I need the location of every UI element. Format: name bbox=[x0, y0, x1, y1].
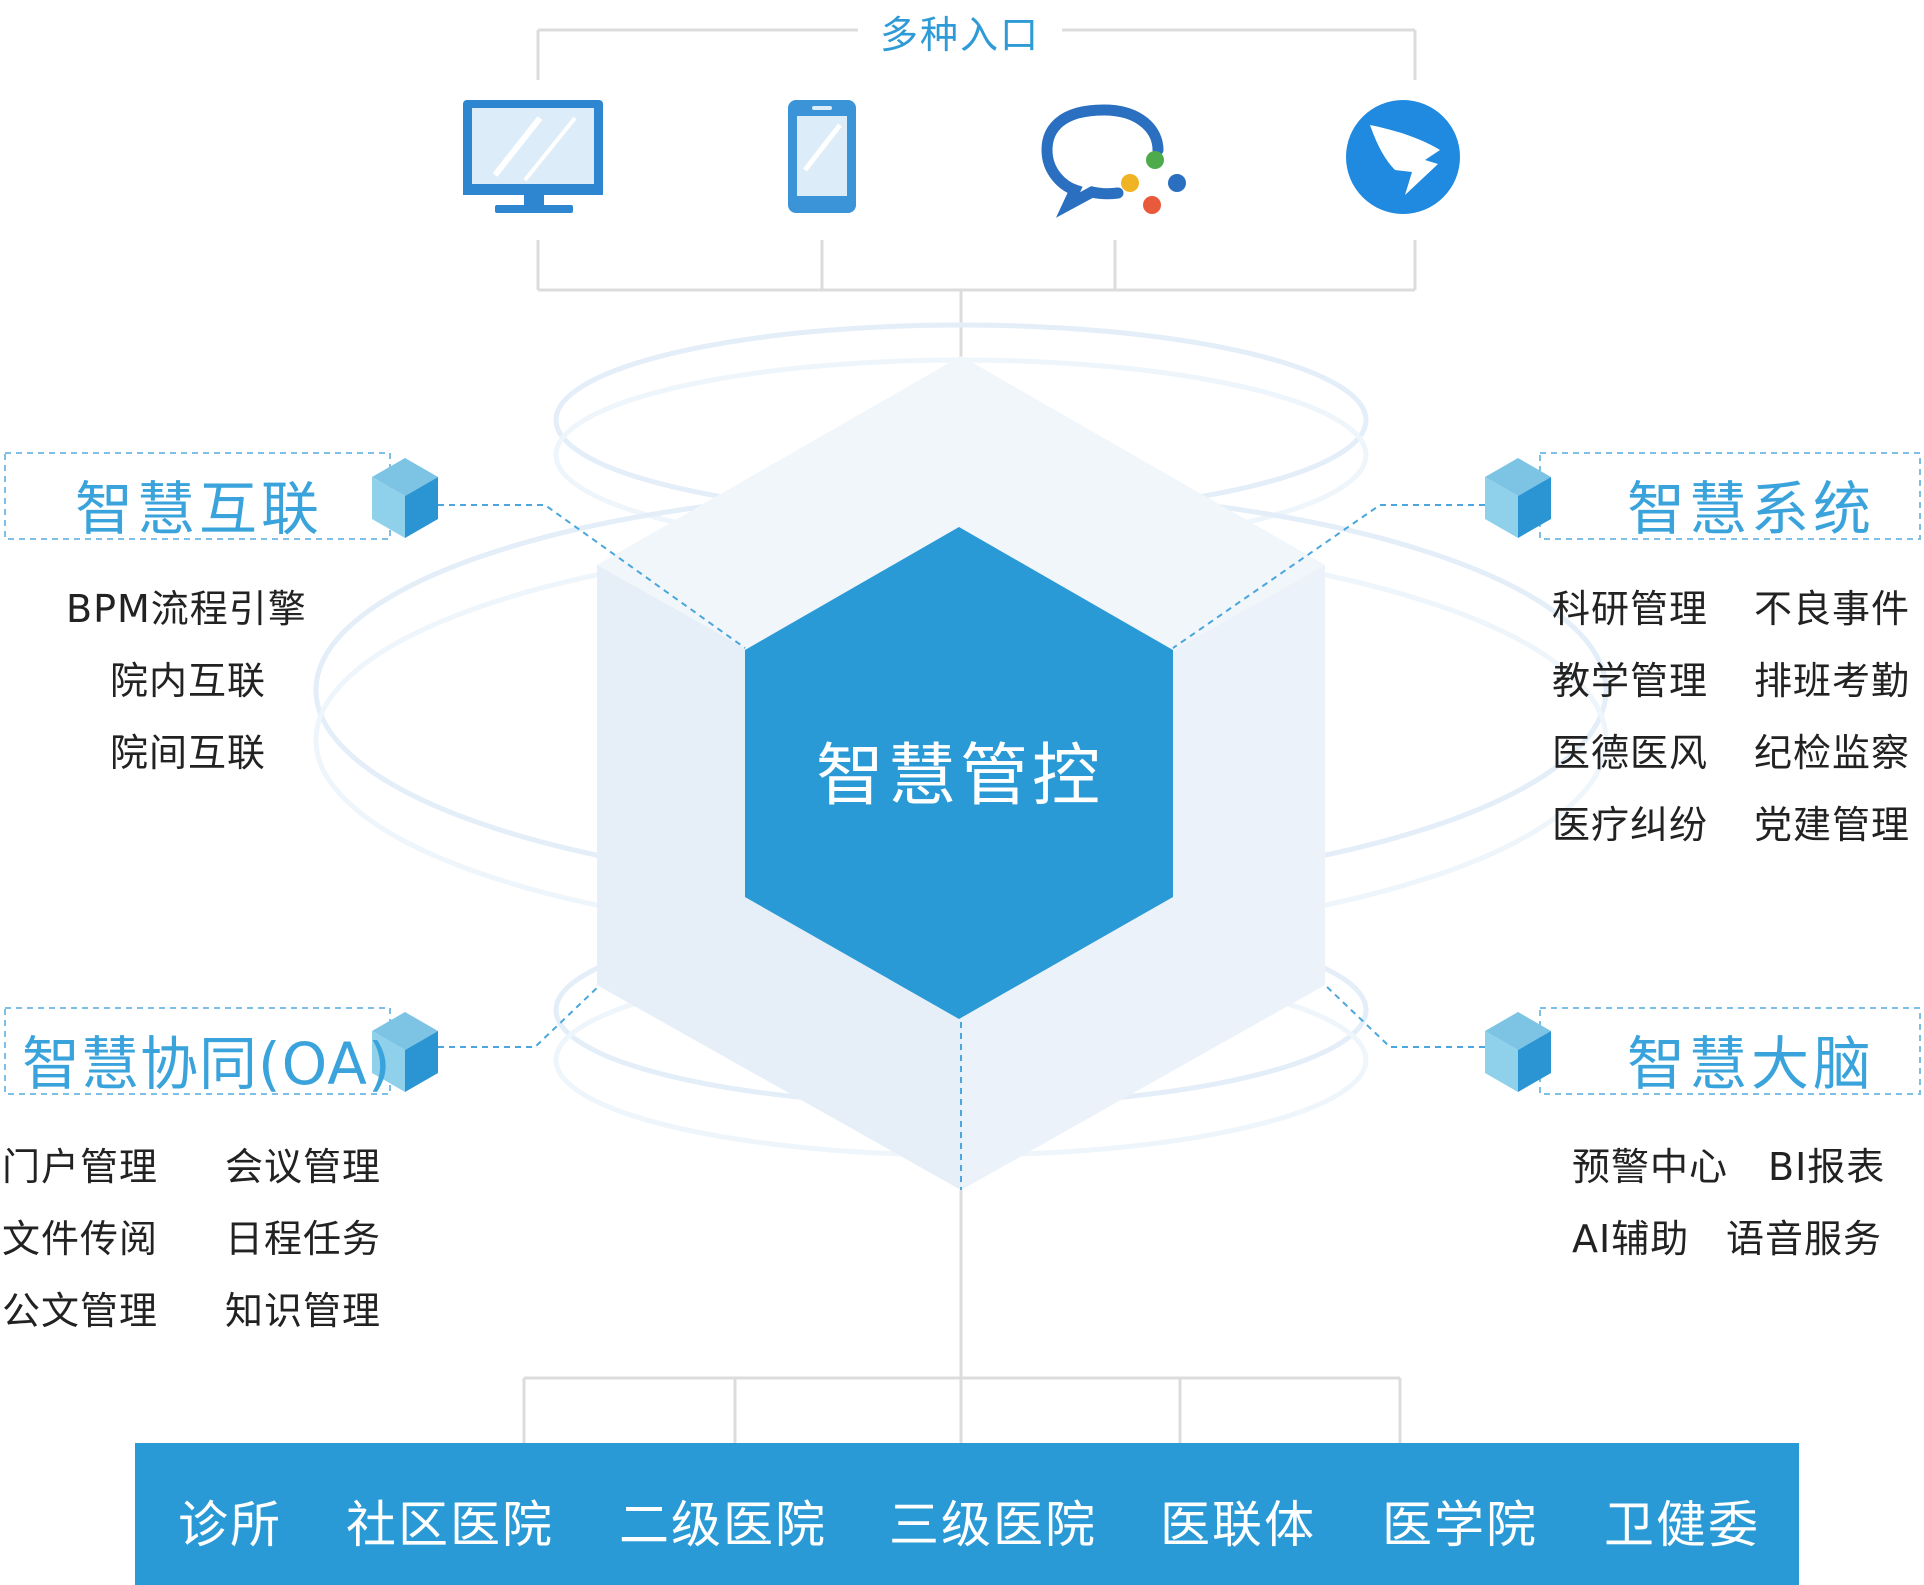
interconnect-frame bbox=[4, 452, 391, 540]
oa-item: 知识管理 bbox=[225, 1289, 382, 1333]
system-frame bbox=[1539, 452, 1921, 540]
oa-item: 公文管理 bbox=[2, 1289, 159, 1333]
system-item: 科研管理 bbox=[1552, 587, 1709, 631]
entry-bracket bbox=[536, 28, 1417, 358]
desktop-monitor-icon bbox=[463, 100, 603, 213]
entry-title: 多种入口 bbox=[865, 4, 1055, 59]
system-item: 医德医风 bbox=[1552, 731, 1709, 775]
institution-bar bbox=[135, 1443, 1799, 1585]
oa-item: 文件传阅 bbox=[2, 1217, 159, 1261]
interconnect-item: 院间互联 bbox=[110, 731, 267, 775]
brain-item: AI辅助 bbox=[1572, 1217, 1690, 1261]
brain-item: 语音服务 bbox=[1726, 1217, 1883, 1261]
hub-title: 智慧管控 bbox=[815, 737, 1104, 816]
cube-icon-system bbox=[1485, 458, 1551, 538]
institution-item: 二级医院 bbox=[619, 1496, 827, 1554]
institution-item: 诊所 bbox=[178, 1496, 282, 1554]
system-item: 医疗纠纷 bbox=[1552, 803, 1709, 847]
mobile-phone-icon bbox=[788, 100, 856, 213]
system-item: 纪检监察 bbox=[1754, 731, 1911, 775]
interconnect-title: 智慧互联 bbox=[75, 475, 324, 543]
hub-hexagon bbox=[745, 527, 1173, 1019]
oa-item: 会议管理 bbox=[225, 1145, 382, 1189]
brain-item: 预警中心 bbox=[1572, 1145, 1729, 1189]
wecom-chat-icon bbox=[1041, 104, 1186, 218]
cube-icon-brain bbox=[1485, 1012, 1551, 1092]
institution-item: 医学院 bbox=[1382, 1496, 1538, 1554]
interconnect-item: 院内互联 bbox=[110, 659, 267, 703]
oa-frame bbox=[4, 1007, 391, 1095]
oa-item: 门户管理 bbox=[2, 1145, 159, 1189]
interconnect-item: BPM流程引擎 bbox=[66, 587, 307, 631]
cube-icon-oa bbox=[372, 1012, 438, 1092]
institution-item: 医联体 bbox=[1160, 1496, 1316, 1554]
system-title: 智慧系统 bbox=[1627, 475, 1876, 543]
brain-frame bbox=[1539, 1007, 1921, 1095]
oa-title: 智慧协同(OA) bbox=[22, 1030, 392, 1098]
institution-item: 社区医院 bbox=[346, 1496, 554, 1554]
system-item: 教学管理 bbox=[1552, 659, 1709, 703]
institution-item: 三级医院 bbox=[889, 1496, 1097, 1554]
system-item: 排班考勤 bbox=[1754, 659, 1911, 703]
oa-item: 日程任务 bbox=[225, 1217, 382, 1261]
system-item: 党建管理 bbox=[1754, 803, 1911, 847]
institution-item: 卫健委 bbox=[1604, 1496, 1760, 1554]
brain-item: BI报表 bbox=[1768, 1145, 1886, 1189]
brain-title: 智慧大脑 bbox=[1627, 1030, 1876, 1098]
institution-tree bbox=[522, 1190, 1402, 1443]
module-connectors bbox=[438, 504, 1485, 1190]
system-item: 不良事件 bbox=[1754, 587, 1911, 631]
dingtalk-icon bbox=[1346, 100, 1460, 214]
cube-icon-interconnect bbox=[372, 458, 438, 538]
